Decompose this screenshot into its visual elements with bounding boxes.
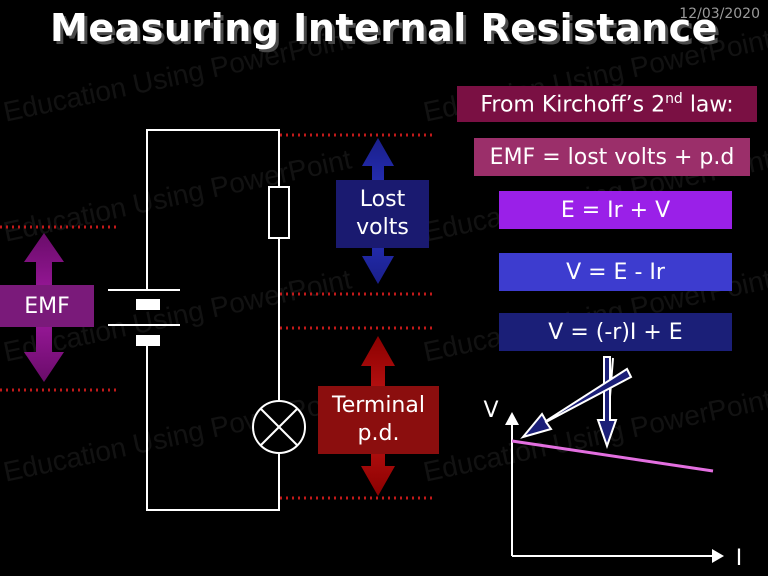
lost-volts-label: Lost volts: [356, 187, 409, 240]
resistor-icon: [268, 186, 290, 239]
kirchoff-law-text: From Kirchoff’s 2nd law:: [480, 90, 734, 118]
vi-graph-line: [511, 439, 714, 473]
graph-y-axis-label: V: [483, 397, 499, 423]
e-equation: E = Ir + V: [560, 197, 671, 223]
emf-sum-equation: EMF = lost volts + p.d: [489, 144, 735, 170]
cell-icon: [108, 289, 180, 346]
terminal-pd-box: Terminal p.d.: [318, 386, 439, 454]
v-equation-box: V = E - Ir: [499, 253, 732, 291]
emf-sum-box: EMF = lost volts + p.d: [474, 138, 750, 176]
kirchoff-law-box: From Kirchoff’s 2nd law:: [457, 86, 757, 122]
e-equation-box: E = Ir + V: [499, 191, 732, 229]
v-equation: V = E - Ir: [566, 259, 665, 285]
emf-label: EMF: [24, 293, 70, 319]
dotted-guide-lines: [0, 133, 436, 500]
line-equation-box: V = (-r)I + E: [499, 313, 732, 351]
graph-x-axis-label: I: [735, 545, 743, 571]
lamp-icon: [252, 400, 306, 454]
lost-volts-box: Lost volts: [336, 180, 429, 248]
slide-title: Measuring Internal Resistance: [50, 6, 718, 50]
terminal-pd-label: Terminal p.d.: [332, 393, 425, 446]
emf-label-box: EMF: [0, 285, 94, 327]
vi-graph-axes: [505, 412, 724, 563]
slide-date: 12/03/2020: [679, 6, 760, 22]
line-equation: V = (-r)I + E: [548, 319, 683, 345]
circuit-wires: [146, 129, 280, 511]
equation-pointer-arrows-icon: [520, 356, 633, 450]
